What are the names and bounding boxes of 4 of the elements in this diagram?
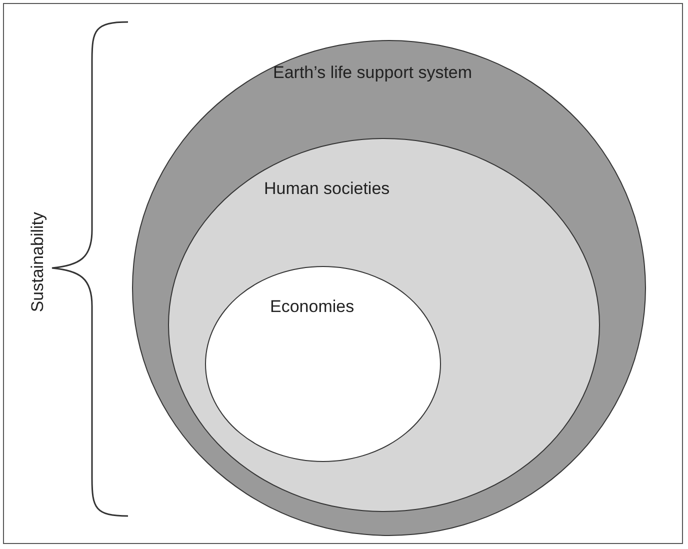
region-label: Human societies bbox=[264, 179, 390, 199]
axis-label: Sustainability bbox=[28, 212, 48, 312]
region-label: Economies bbox=[270, 297, 354, 317]
region-label: Earth’s life support system bbox=[273, 63, 472, 83]
